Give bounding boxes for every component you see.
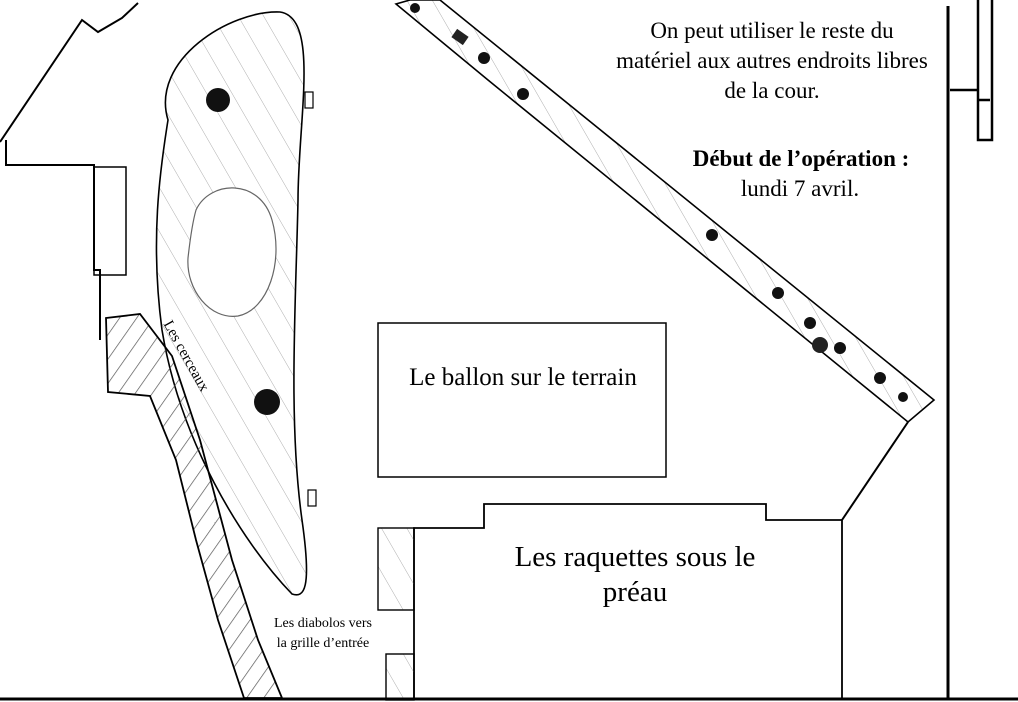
- tree-icon: [451, 28, 469, 46]
- tree-icon: [804, 317, 816, 329]
- tree-icon: [812, 337, 828, 353]
- garden-inner-bed: [187, 187, 277, 317]
- bench-icon: [307, 489, 317, 507]
- preau-annex: [377, 527, 415, 611]
- preau-building: [413, 503, 843, 700]
- preau-annex: [385, 653, 415, 701]
- right-building-detail: [950, 0, 994, 142]
- tree-icon: [254, 389, 280, 415]
- ballon-zone-label: Le ballon sur le terrain: [409, 364, 637, 391]
- tree-icon: [706, 229, 718, 241]
- raquettes-zone-label: Les raquettes sous le préau: [514, 541, 756, 608]
- start-label: Début de l’opération :: [692, 146, 910, 171]
- courtyard-wall: [841, 421, 909, 521]
- building-annex: [93, 166, 127, 276]
- ballon-field: [377, 322, 667, 478]
- building-outline: [0, 2, 139, 143]
- tree-icon: [410, 3, 420, 13]
- tree-icon: [898, 392, 908, 402]
- building-wall: [5, 140, 101, 340]
- start-date: lundi 7 avril.: [740, 176, 860, 201]
- tree-icon: [834, 342, 846, 354]
- tree-icon: [874, 372, 886, 384]
- tree-icon: [478, 52, 490, 64]
- tree-icon: [772, 287, 784, 299]
- map-note: On peut utiliser le reste du matériel au…: [616, 18, 928, 103]
- bench-icon: [304, 91, 314, 109]
- tree-icon: [206, 88, 230, 112]
- tree-icon: [517, 88, 529, 100]
- diabolos-zone-label: Les diabolos vers la grille d’entrée: [274, 616, 372, 651]
